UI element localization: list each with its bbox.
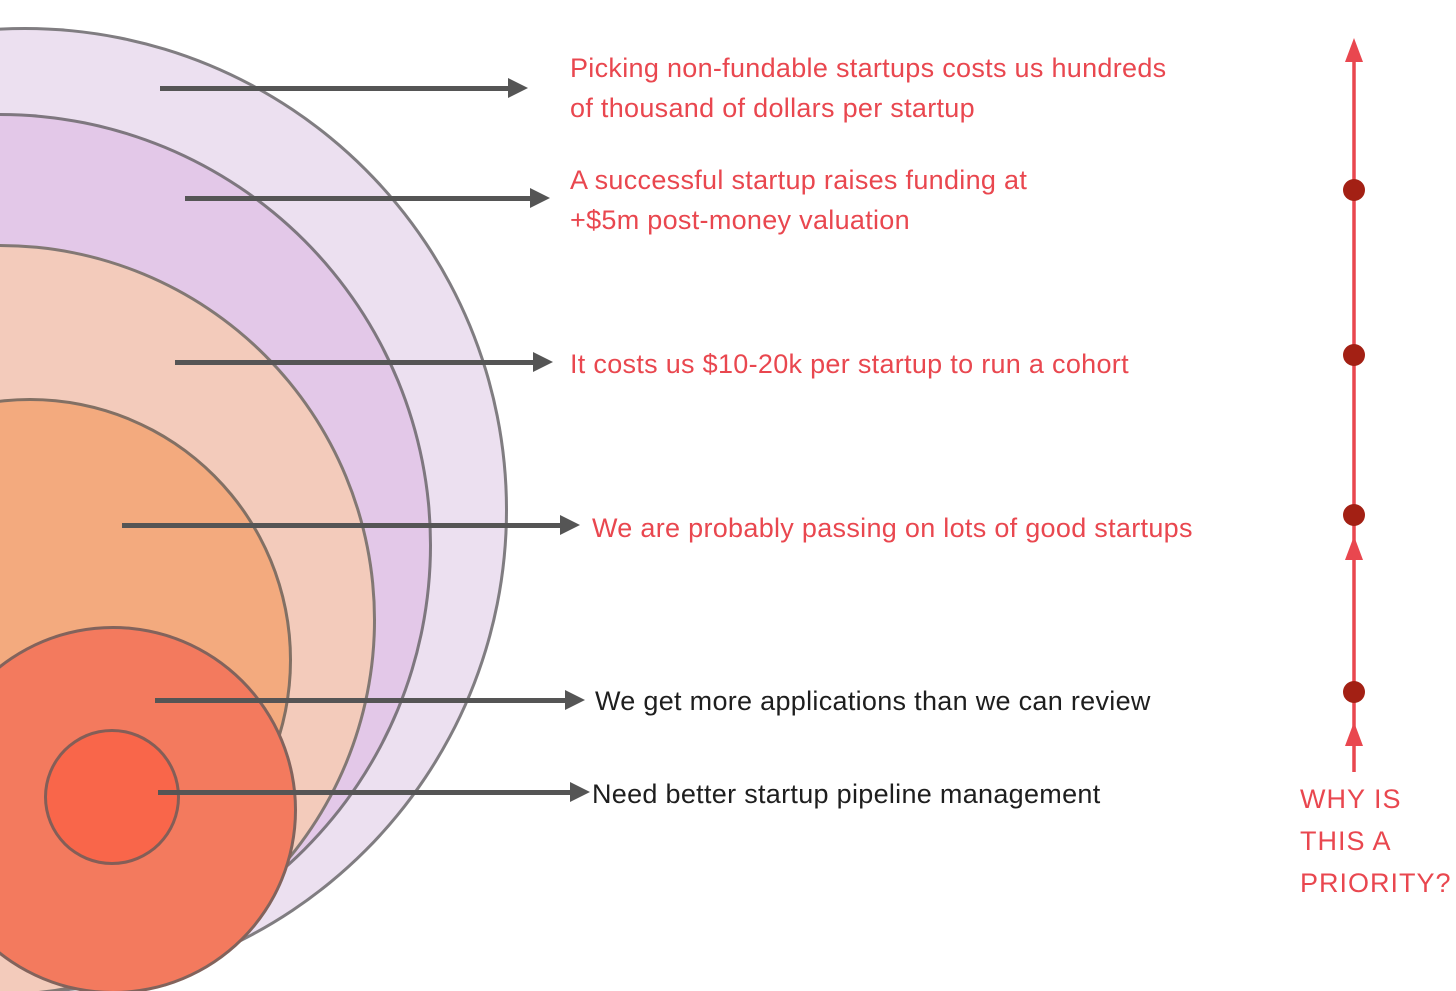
annotation-1: Picking non-fundable startups costs us h… [570, 48, 1166, 128]
annotation-4-line-1: We are probably passing on lots of good … [592, 513, 1193, 543]
circle-layer-6-innermost [44, 729, 180, 865]
annotation-6-line-1: Need better startup pipeline management [592, 779, 1101, 809]
pointer-arrow-3 [175, 352, 553, 372]
annotation-5-line-1: We get more applications than we can rev… [595, 686, 1151, 716]
priority-dot [1343, 504, 1365, 526]
priority-arrowhead-mid [1345, 536, 1363, 560]
pointer-arrow-5 [155, 690, 585, 710]
annotation-2-line-1: A successful startup raises funding at [570, 165, 1028, 195]
annotation-3-line-1: It costs us $10-20k per startup to run a… [570, 349, 1129, 379]
annotation-6: Need better startup pipeline management [592, 774, 1101, 814]
annotation-4: We are probably passing on lots of good … [592, 508, 1193, 548]
annotation-5: We get more applications than we can rev… [595, 681, 1151, 721]
annotation-3: It costs us $10-20k per startup to run a… [570, 344, 1129, 384]
priority-arrowhead-top [1345, 38, 1363, 62]
annotation-2: A successful startup raises funding at +… [570, 160, 1027, 240]
pointer-arrow-2 [185, 188, 550, 208]
priority-dot [1343, 179, 1365, 201]
priority-question-line-2: THIS A [1300, 826, 1392, 856]
pointer-arrow-6 [158, 782, 590, 802]
priority-dot [1343, 344, 1365, 366]
priority-question: WHY IS THIS A PRIORITY? [1300, 778, 1452, 904]
priority-arrowhead-low [1345, 722, 1363, 746]
pointer-arrow-1 [160, 78, 528, 98]
annotation-1-line-2: of thousand of dollars per startup [570, 93, 975, 123]
priority-question-line-3: PRIORITY? [1300, 868, 1452, 898]
annotation-1-line-1: Picking non-fundable startups costs us h… [570, 53, 1167, 83]
priority-dot [1343, 681, 1365, 703]
pointer-arrow-4 [122, 515, 580, 535]
annotation-2-line-2: +$5m post-money valuation [570, 205, 910, 235]
priority-question-line-1: WHY IS [1300, 784, 1402, 814]
priority-arrow [1343, 38, 1365, 772]
